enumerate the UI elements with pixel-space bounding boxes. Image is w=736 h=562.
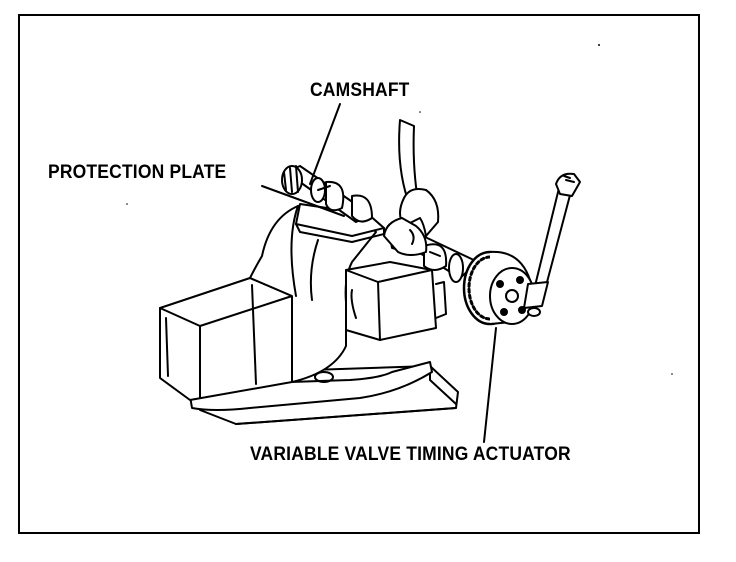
- camshaft-leader: [309, 103, 341, 185]
- protection-plate-label: PROTECTION PLATE: [48, 162, 227, 183]
- vise-right-jaw: [345, 261, 447, 341]
- adjustable-wrench: [383, 119, 440, 256]
- leader-lines: [261, 103, 497, 443]
- vvt-actuator-label: VARIABLE VALVE TIMING ACTUATOR: [250, 444, 571, 465]
- protection-plate-leader: [261, 185, 345, 217]
- vvt-actuator: [462, 250, 535, 326]
- vvt-actuator-leader: [483, 327, 497, 443]
- vise-left-jaw: [159, 277, 293, 401]
- camshaft-label: CAMSHAFT: [310, 80, 410, 101]
- torque-bar: [523, 172, 581, 317]
- camshaft: [281, 165, 373, 223]
- specks: [126, 44, 673, 375]
